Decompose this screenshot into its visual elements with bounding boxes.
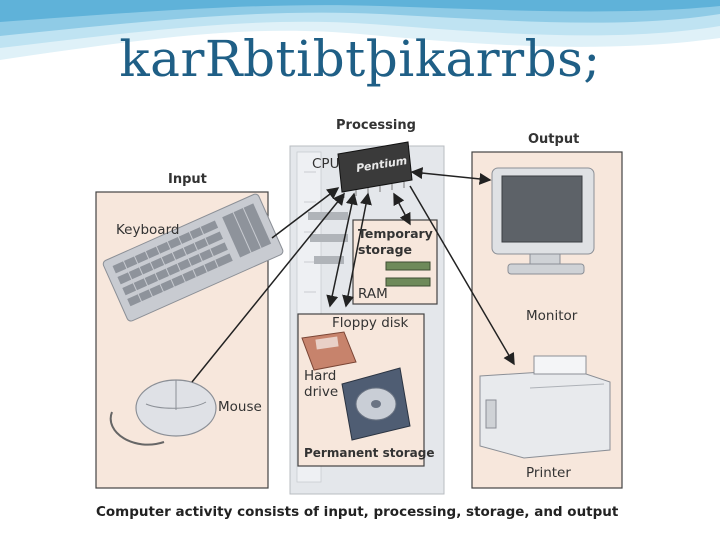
slide-title: karRbtibtþikarrbs;	[119, 30, 601, 88]
arrow-cpu-monitor	[410, 167, 492, 185]
arrow-cpu-floppy	[342, 192, 372, 308]
data-flow-arrows	[191, 167, 515, 383]
floppy-disk-illustration	[301, 331, 357, 371]
hard-drive-label-line2: drive	[304, 384, 339, 400]
cpu-label: CPU	[312, 156, 340, 172]
diagram-graphics	[95, 141, 623, 495]
mouse-illustration	[109, 379, 217, 446]
keyboard-illustration	[102, 193, 284, 322]
diagram-caption: Computer activity consists of input, pro…	[96, 504, 619, 520]
processing-heading: Processing	[336, 118, 416, 133]
printer-illustration	[479, 355, 611, 459]
output-heading: Output	[528, 132, 580, 147]
monitor-label: Monitor	[526, 308, 578, 324]
permanent-storage-label: Permanent storage	[304, 446, 435, 460]
floppy-disk-label: Floppy disk	[332, 315, 409, 331]
header-wave-decoration	[0, 0, 720, 64]
arrow-cpu-printer	[409, 185, 515, 366]
temporary-storage-label-line1: Temporary	[358, 226, 433, 241]
ram-modules-illustration	[385, 261, 431, 287]
arrow-cpu-temp-storage	[393, 192, 411, 226]
ram-label: RAM	[358, 286, 388, 302]
temporary-storage-label-line2: storage	[358, 242, 413, 257]
hard-drive-label-line1: Hard	[304, 368, 337, 384]
input-heading: Input	[168, 172, 207, 187]
monitor-illustration	[491, 167, 595, 275]
arrow-mouse-to-cpu	[191, 192, 345, 383]
computer-activity-diagram: Processing Output Input CPU Pentium Temp…	[94, 112, 628, 532]
printer-label: Printer	[526, 465, 571, 481]
mouse-label: Mouse	[218, 399, 262, 415]
keyboard-label: Keyboard	[116, 222, 180, 238]
hard-drive-illustration	[341, 367, 411, 441]
